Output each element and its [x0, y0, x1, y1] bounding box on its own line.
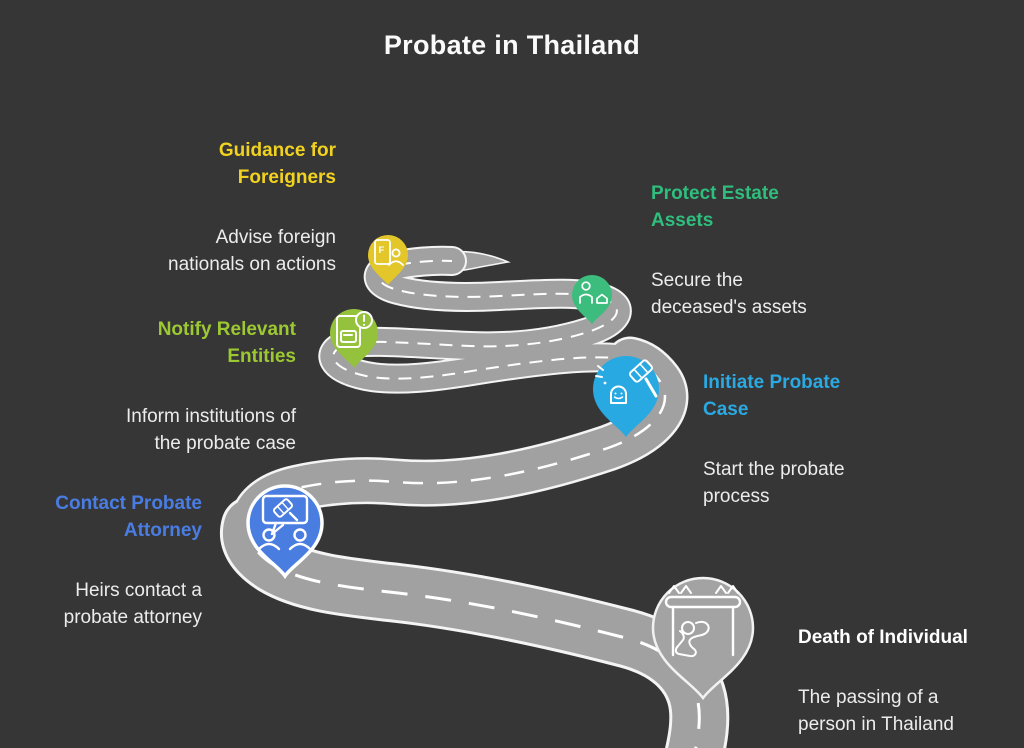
step-title-death: Death of Individual	[798, 627, 968, 648]
pin-initiate-probate-case	[593, 356, 659, 437]
pin-protect-estate-assets	[572, 275, 612, 324]
pin-guidance-shape	[368, 235, 408, 285]
person-house-icon	[579, 281, 608, 304]
step-label-notify-relevant-entities: Notify Relevant Entities Inform institut…	[0, 298, 296, 475]
step-description-guidance: Advise foreign nationals on actions	[168, 227, 336, 275]
step-description-contact: Heirs contact a probate attorney	[63, 580, 202, 628]
gavel-tombstone-icon	[595, 359, 658, 404]
attorney-consultation-icon	[257, 494, 312, 551]
pin-contact-probate-attorney	[246, 484, 324, 580]
foreigner-passport-icon: F	[374, 239, 404, 266]
step-label-death-of-individual: Death of Individual The passing of a per…	[798, 606, 1018, 748]
road-lower-surface	[250, 526, 699, 748]
notification-document-icon	[336, 311, 373, 348]
pin-notify-relevant-entities	[330, 309, 378, 368]
step-label-guidance-for-foreigners: Guidance for Foreigners Advise foreign n…	[36, 119, 336, 296]
step-title-contact: Contact Probate Attorney	[55, 493, 202, 541]
step-title-protect: Protect Estate Assets	[651, 183, 779, 231]
pin-contact-shape	[246, 484, 324, 580]
step-label-protect-estate-assets: Protect Estate Assets Secure the decease…	[651, 162, 911, 339]
chalk-outline-icon	[664, 585, 742, 658]
step-description-notify: Inform institutions of the probate case	[125, 406, 296, 454]
step-description-protect: Secure the deceased's assets	[651, 270, 807, 318]
pin-guidance-for-foreigners: F	[368, 235, 408, 285]
step-description-initiate: Start the probate process	[703, 459, 845, 507]
step-label-contact-probate-attorney: Contact Probate Attorney Heirs contact a…	[2, 472, 202, 649]
step-title-guidance: Guidance for Foreigners	[218, 140, 336, 188]
passport-letter: F	[379, 245, 385, 256]
step-title-notify: Notify Relevant Entities	[157, 319, 296, 367]
step-description-death: The passing of a person in Thailand	[798, 687, 954, 735]
step-title-initiate: Initiate Probate Case	[703, 372, 841, 420]
step-label-initiate-probate-case: Initiate Probate Case Start the probate …	[703, 351, 963, 528]
page-title: Probate in Thailand	[383, 30, 641, 60]
pin-death-of-individual	[651, 576, 755, 701]
